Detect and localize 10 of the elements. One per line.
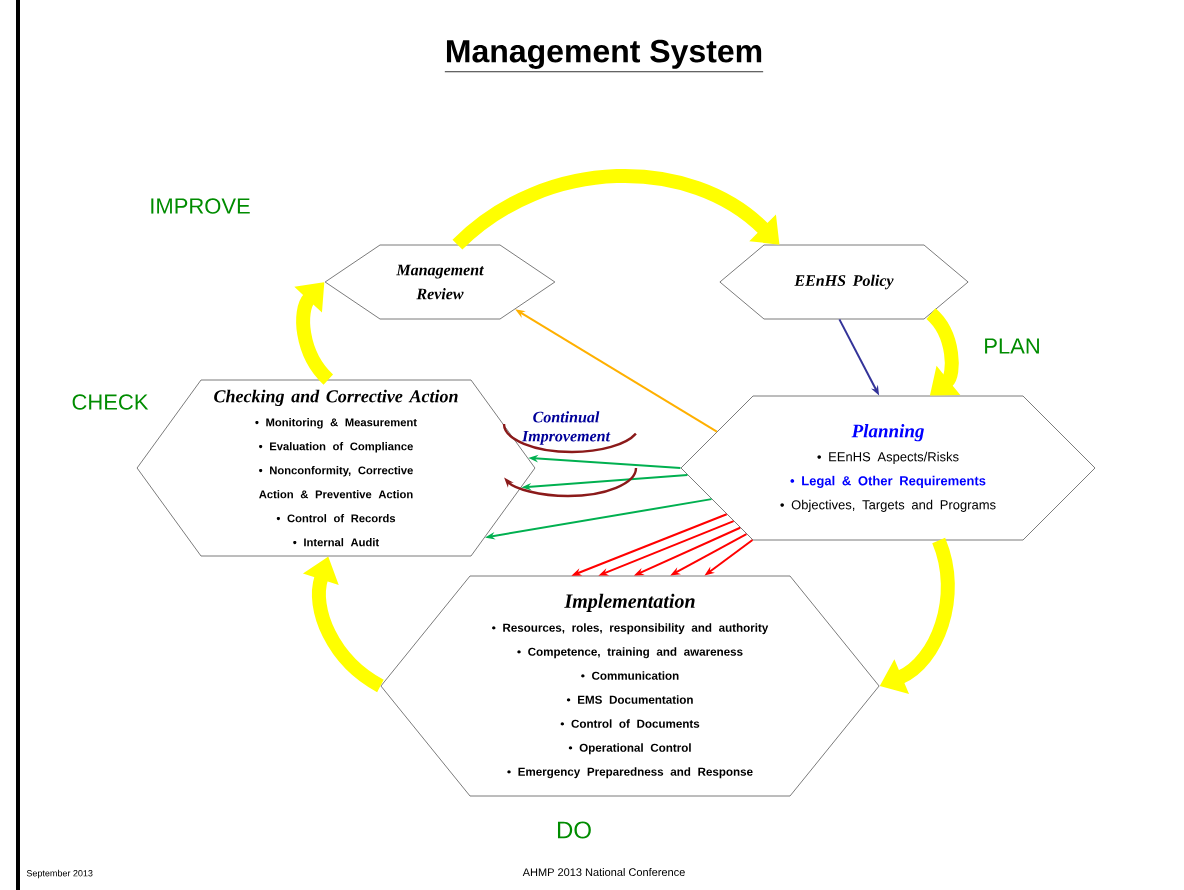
hexagon-box: Management Review	[324, 244, 556, 320]
cycle-arrow	[294, 282, 334, 385]
stage-label: CHECK	[72, 394, 149, 410]
stage-label: PLAN	[985, 338, 1039, 354]
cycle-arrow	[452, 169, 780, 250]
hexagon-box: EEnHS Policy	[719, 244, 969, 320]
center-label: Continual Improvement	[521, 411, 611, 445]
stage-label: DO	[558, 821, 591, 839]
stage-label: IMPROVE	[151, 198, 250, 214]
title: Management System	[444, 39, 764, 73]
